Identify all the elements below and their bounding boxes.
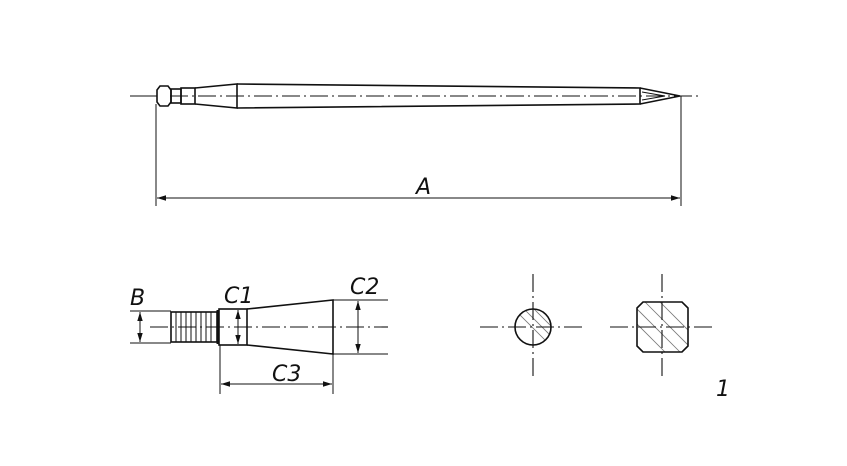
- dimension-b-label: B: [130, 286, 145, 311]
- dimension-a-label: A: [414, 175, 431, 200]
- round-cross-section: [480, 274, 586, 380]
- figure-number: 1: [716, 377, 730, 402]
- tine-side-view: A: [130, 83, 700, 206]
- dimension-c3-label: C3: [272, 362, 301, 387]
- tine-end-detail: B C1 C2 C3: [130, 275, 388, 394]
- dimension-c1-label: C1: [224, 284, 253, 309]
- square-cross-section: [610, 274, 715, 380]
- dimension-c2-label: C2: [350, 275, 379, 300]
